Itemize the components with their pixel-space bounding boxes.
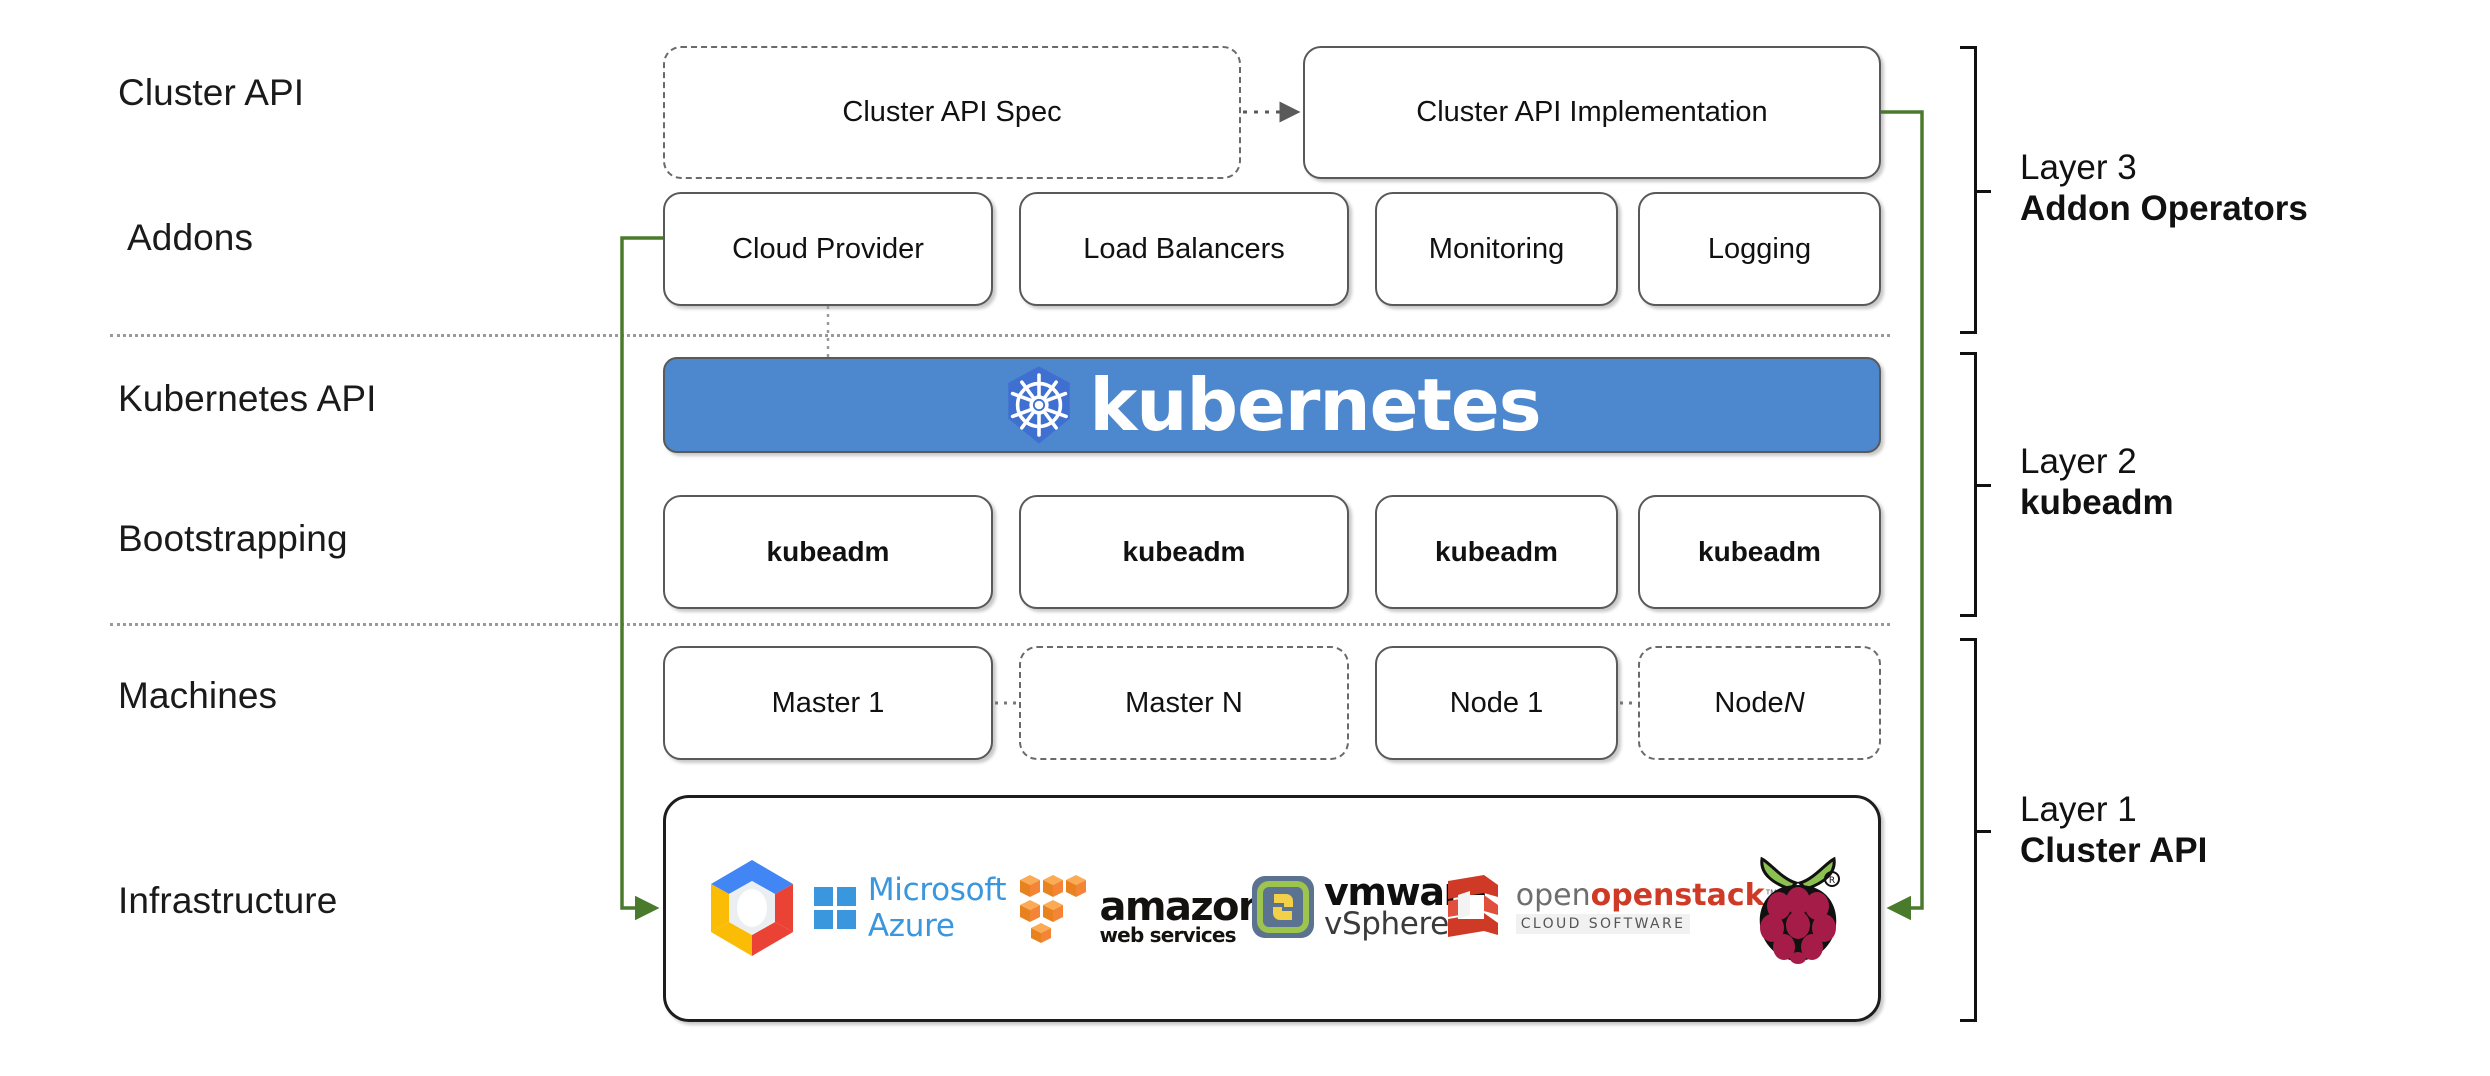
amazon-web-services-logo: amazon web services — [1019, 871, 1266, 947]
box-master-1[interactable]: Master 1 — [663, 646, 993, 760]
openstack-wordmark: openopenstack™ — [1516, 881, 1778, 911]
google-cloud-hexagon-icon — [690, 856, 814, 960]
connector-cluster-api-impl-to-infrastructure — [1881, 110, 1924, 921]
row-label-machines: Machines — [118, 675, 278, 716]
box-label: Logging — [1707, 232, 1812, 265]
divider-layer2-layer1 — [110, 623, 1890, 626]
box-label: Monitoring — [1428, 232, 1565, 265]
box-kubeadm-4[interactable]: kubeadm — [1638, 495, 1881, 609]
kubernetes-wordmark: kubernetes — [1089, 363, 1541, 447]
layer-3-label: Layer 3 Addon Operators — [2020, 148, 2308, 229]
box-cluster-api-spec[interactable]: Cluster API Spec — [663, 46, 1241, 179]
bracket-cap-bottom — [1960, 614, 1976, 617]
box-master-n[interactable]: Master N — [1019, 646, 1349, 760]
bracket-layer-2 — [1960, 352, 1991, 617]
layer-3-name: Addon Operators — [2020, 188, 2308, 228]
bracket-cap-bottom — [1960, 1019, 1976, 1022]
amazon-wordmark: amazon — [1099, 884, 1267, 931]
openstack-blocks-icon — [1440, 871, 1506, 945]
row-label-infrastructure: Infrastructure — [118, 880, 338, 921]
aws-web-services-text: web services — [1099, 922, 1237, 947]
layer-2-label: Layer 2 kubeadm — [2020, 442, 2174, 523]
box-label: Master N — [1125, 686, 1243, 719]
row-label-bootstrapping: Bootstrapping — [118, 518, 348, 559]
vmware-square-icon — [1252, 876, 1315, 939]
bracket-cap-top — [1960, 352, 1976, 355]
box-label: Load Balancers — [1083, 232, 1285, 265]
bracket-cap-top — [1960, 46, 1976, 49]
layer-2-number: Layer 2 — [2020, 442, 2137, 481]
box-label: Cloud Provider — [732, 232, 924, 265]
box-kubeadm-3[interactable]: kubeadm — [1375, 495, 1618, 609]
box-cluster-api-implementation[interactable]: Cluster API Implementation — [1303, 46, 1881, 179]
openstack-logo: openopenstack™ CLOUD SOFTWARE — [1447, 871, 1778, 945]
bracket-cap-bottom — [1960, 331, 1976, 334]
box-logging[interactable]: Logging — [1638, 192, 1881, 306]
bracket-nub — [1974, 190, 1991, 193]
layer-1-name: Cluster API — [2020, 830, 2208, 870]
box-kubeadm-2[interactable]: kubeadm — [1019, 495, 1349, 609]
kubernetes-banner: kubernetes — [663, 357, 1881, 453]
layer-2-name: kubeadm — [2020, 482, 2174, 522]
divider-layer3-layer2 — [110, 334, 1890, 337]
box-load-balancers[interactable]: Load Balancers — [1019, 192, 1349, 306]
raspberry-pi-icon: R — [1736, 849, 1860, 967]
row-label-kubernetes-api: Kubernetes API — [118, 378, 377, 419]
kubernetes-helm-wheel-icon — [1003, 365, 1075, 445]
box-label: kubeadm — [766, 536, 890, 567]
infrastructure-provider-logos: Microsoft Azure — [690, 840, 1860, 975]
box-label: kubeadm — [1435, 536, 1558, 567]
row-label-addons: Addons — [127, 217, 254, 258]
bracket-cap-top — [1960, 638, 1976, 641]
row-label-cluster-api: Cluster API — [118, 72, 305, 113]
box-label: Node 1 — [1449, 686, 1544, 719]
box-label: Cluster API Spec — [842, 96, 1062, 128]
connector-cloud-provider-to-infrastructure — [620, 236, 663, 921]
box-label: Cluster API Implementation — [1416, 96, 1768, 128]
box-label: kubeadm — [1698, 536, 1821, 567]
azure-windows-icon — [813, 886, 856, 929]
layer-1-label: Layer 1 Cluster API — [2020, 790, 2207, 871]
bracket-layer-1 — [1960, 638, 1991, 1022]
box-kubeadm-1[interactable]: kubeadm — [663, 495, 993, 609]
azure-wordmark: Microsoft Azure — [867, 871, 1007, 944]
box-monitoring[interactable]: Monitoring — [1375, 192, 1618, 306]
layer-3-number: Layer 3 — [2020, 148, 2137, 187]
box-label: Master 1 — [771, 686, 885, 719]
openstack-cloud-software-text: CLOUD SOFTWARE — [1515, 914, 1691, 934]
box-label: kubeadm — [1122, 536, 1246, 567]
layer-1-number: Layer 1 — [2020, 790, 2137, 829]
bracket-layer-3 — [1960, 46, 1991, 334]
aws-cubes-icon — [1018, 871, 1092, 945]
box-node-1[interactable]: Node 1 — [1375, 646, 1618, 760]
microsoft-azure-logo: Microsoft Azure — [813, 871, 1026, 944]
openstack-stack-text: openstack — [1590, 878, 1765, 913]
svg-text:R: R — [1829, 876, 1835, 886]
box-node-n[interactable]: Node N — [1638, 646, 1881, 760]
box-label-italic-suffix: N — [1783, 686, 1805, 719]
vsphere-wordmark: vSphere — [1324, 906, 1449, 943]
box-label: Node — [1714, 686, 1784, 719]
bracket-nub — [1974, 830, 1991, 833]
openstack-open-text: open — [1515, 878, 1591, 913]
box-cloud-provider[interactable]: Cloud Provider — [663, 192, 993, 306]
bracket-nub — [1974, 484, 1991, 487]
